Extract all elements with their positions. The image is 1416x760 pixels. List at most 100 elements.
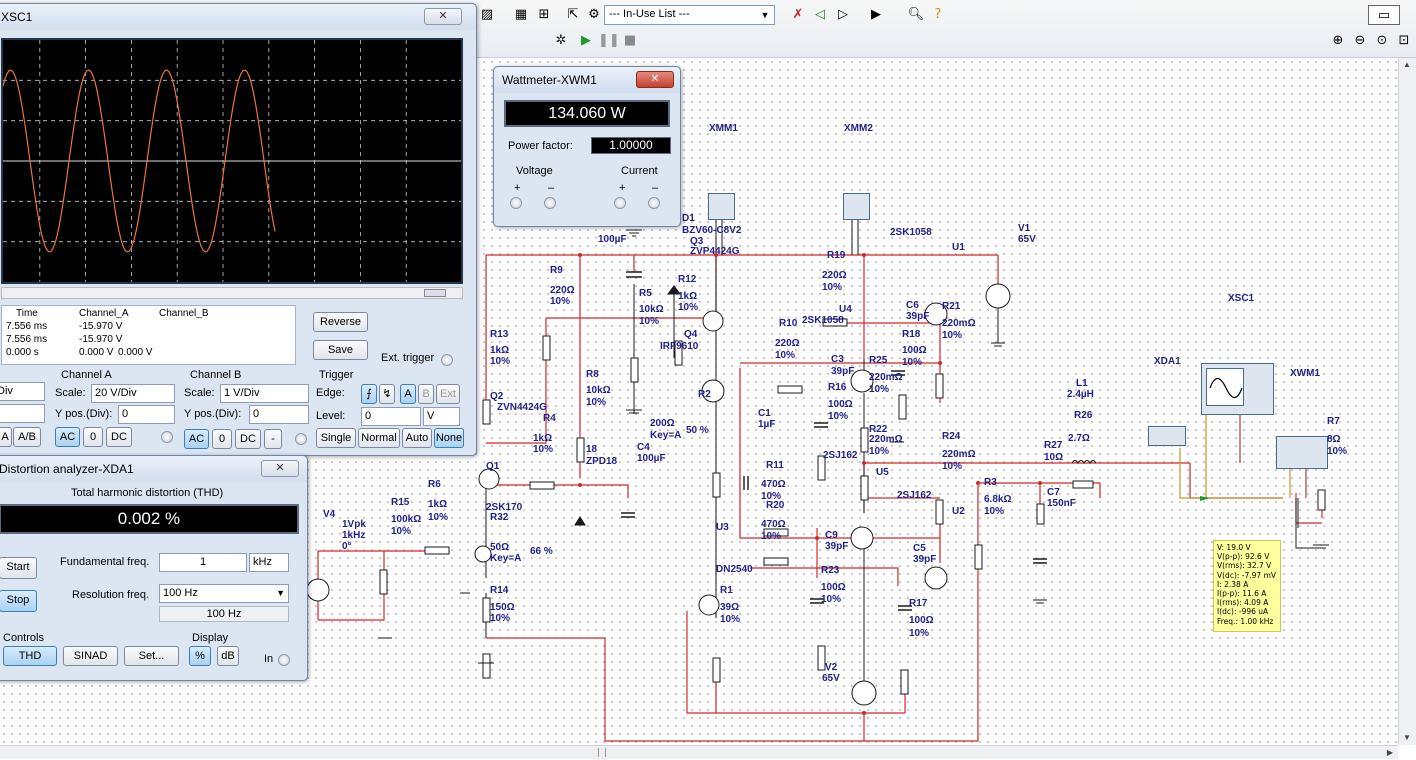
scroll-up-icon[interactable]: ▲: [1403, 60, 1411, 69]
stop-icon[interactable]: ■: [623, 33, 637, 48]
channel-a-zero-button[interactable]: 0: [83, 427, 103, 447]
trigger-ext-button[interactable]: Ext: [436, 384, 460, 404]
fundamental-freq-field[interactable]: 1: [159, 553, 247, 572]
channel-b-ypos-field[interactable]: 0: [249, 405, 309, 424]
channel-a-terminal[interactable]: [161, 431, 173, 443]
grapher-icon[interactable]: ▦: [514, 7, 528, 22]
rising-edge-icon[interactable]: ⨍: [361, 384, 377, 404]
ext-trigger-terminal[interactable]: [441, 354, 453, 366]
zoom-area-icon[interactable]: ⊙: [1376, 33, 1388, 48]
fundamental-freq-label: Fundamental freq.: [60, 556, 150, 568]
scroll-grip-icon[interactable]: [598, 748, 606, 757]
channel-a-dc-button[interactable]: DC: [106, 427, 132, 447]
close-icon[interactable]: ✕: [636, 71, 674, 88]
trigger-level-unit[interactable]: V: [423, 407, 460, 426]
zoom-out-icon[interactable]: ⊖: [1354, 33, 1366, 48]
analyzer-icon[interactable]: ▨: [480, 7, 494, 22]
channel-b-ac-button[interactable]: AC: [184, 429, 209, 449]
timebase-ab-button[interactable]: A/B: [13, 427, 41, 447]
power-factor-label: Power factor:: [508, 140, 573, 152]
in-use-list-select[interactable]: --- In-Use List --- ▼: [604, 5, 775, 25]
channel-b-terminal[interactable]: [295, 433, 307, 445]
horizontal-scrollbar[interactable]: ▶: [0, 745, 1398, 759]
stop-button[interactable]: Stop: [0, 590, 37, 612]
wattmeter-window[interactable]: Wattmeter-XWM1 ✕ 134.060 W Power factor:…: [493, 66, 681, 227]
channel-b-minus-button[interactable]: -: [264, 429, 282, 449]
trigger-auto-button[interactable]: Auto: [402, 428, 432, 448]
postprocessor-icon[interactable]: ⊞: [538, 7, 550, 22]
zoom-in-icon[interactable]: ⊕: [1332, 33, 1344, 48]
oscilloscope-icon[interactable]: [1201, 363, 1274, 415]
channel-b-dc-button[interactable]: DC: [235, 429, 261, 449]
channel-a-scale-field[interactable]: 20 V/Div: [91, 384, 175, 403]
db-button[interactable]: dB: [217, 646, 239, 666]
multimeter-xmm2[interactable]: [843, 193, 870, 220]
label-r17: R17: [909, 598, 928, 609]
save-button[interactable]: Save: [313, 340, 368, 360]
set-button[interactable]: Set...: [124, 646, 179, 666]
label-q2: Q2: [490, 391, 504, 402]
label-r10: R10: [779, 318, 798, 329]
start-button[interactable]: Start: [0, 557, 37, 579]
forward-annotate-icon[interactable]: ▷: [838, 7, 848, 22]
component-wizard-icon[interactable]: ⇱: [567, 7, 579, 22]
database-icon[interactable]: ⚙: [588, 7, 600, 22]
probe-line: I(dc): -996 uA: [1217, 607, 1269, 617]
percent-button[interactable]: %: [189, 646, 211, 666]
timebase-scale-field[interactable]: Div: [0, 382, 45, 401]
voltage-plus-terminal[interactable]: [510, 197, 522, 209]
sinad-button[interactable]: SINAD: [63, 646, 118, 666]
zoom-fit-icon[interactable]: ⊡: [1398, 33, 1410, 48]
scroll-down-icon[interactable]: ▼: [1403, 733, 1411, 742]
oscilloscope-window[interactable]: XSC1 ✕ Time Channel_A Channel_B 7.556 ms…: [0, 3, 477, 456]
oscilloscope-titlebar[interactable]: XSC1: [0, 4, 476, 30]
fullscreen-icon[interactable]: ▭: [1368, 5, 1400, 25]
distortion-analyzer-window[interactable]: Distortion analyzer-XDA1 ✕ Total harmoni…: [0, 455, 308, 681]
label-r1v: 39Ω: [720, 602, 740, 613]
fundamental-freq-unit[interactable]: kHz: [249, 553, 289, 572]
voltage-minus-terminal[interactable]: [544, 197, 556, 209]
timebase-a-button[interactable]: A: [0, 427, 12, 447]
oscilloscope-hscroll[interactable]: [1, 287, 463, 299]
timebase-xpos-field[interactable]: [0, 404, 45, 423]
close-icon[interactable]: ✕: [261, 460, 299, 477]
multimeter-xmm1[interactable]: [708, 193, 735, 220]
trigger-a-button[interactable]: A: [400, 384, 416, 404]
run-icon[interactable]: ▶: [581, 33, 591, 48]
simulate-gear-icon[interactable]: ✲: [555, 33, 567, 48]
channel-b-scale-label: Scale:: [184, 387, 215, 399]
wattmeter-icon[interactable]: [1276, 436, 1328, 469]
channel-a-ac-button[interactable]: AC: [55, 427, 80, 447]
error-check-icon[interactable]: ✗: [792, 7, 804, 22]
resolution-freq-select[interactable]: 100 Hz ▼: [159, 584, 289, 603]
distortion-titlebar[interactable]: Distortion analyzer-XDA1: [0, 456, 307, 482]
back-annotate-icon[interactable]: ◁: [815, 7, 825, 22]
current-plus-terminal[interactable]: [614, 197, 626, 209]
trigger-single-button[interactable]: Single: [316, 428, 356, 448]
input-terminal[interactable]: [278, 654, 290, 666]
help-icon[interactable]: ?: [934, 7, 942, 22]
black-wires: [460, 220, 1320, 698]
find-icon[interactable]: 🔍︎: [907, 7, 925, 22]
distortion-analyzer-icon[interactable]: [1148, 426, 1186, 446]
trigger-none-button[interactable]: None: [434, 428, 464, 448]
trigger-normal-button[interactable]: Normal: [358, 428, 400, 448]
pause-icon[interactable]: ❚❚: [598, 33, 620, 48]
scroll-right-icon[interactable]: ▶: [1386, 748, 1394, 757]
falling-edge-icon[interactable]: ↯: [379, 384, 395, 404]
channel-b-zero-button[interactable]: 0: [212, 429, 232, 449]
oscilloscope-hscroll-thumb[interactable]: [424, 289, 446, 297]
channel-a-ypos-field[interactable]: 0: [118, 405, 175, 424]
current-minus-terminal[interactable]: [648, 197, 660, 209]
vertical-scrollbar[interactable]: ▲ ▼: [1398, 58, 1416, 745]
channel-b-scale-field[interactable]: 1 V/Div: [220, 384, 309, 403]
thd-button[interactable]: THD: [3, 646, 57, 666]
label-xda1: XDA1: [1154, 356, 1181, 367]
transfer-icon[interactable]: ▶: [871, 7, 881, 22]
close-icon[interactable]: ✕: [424, 8, 462, 25]
power-display: 134.060 W: [504, 100, 670, 127]
label-r3: R3: [984, 477, 997, 488]
reverse-button[interactable]: Reverse: [313, 312, 368, 332]
trigger-b-button[interactable]: B: [418, 384, 434, 404]
trigger-level-field[interactable]: 0: [361, 407, 421, 426]
